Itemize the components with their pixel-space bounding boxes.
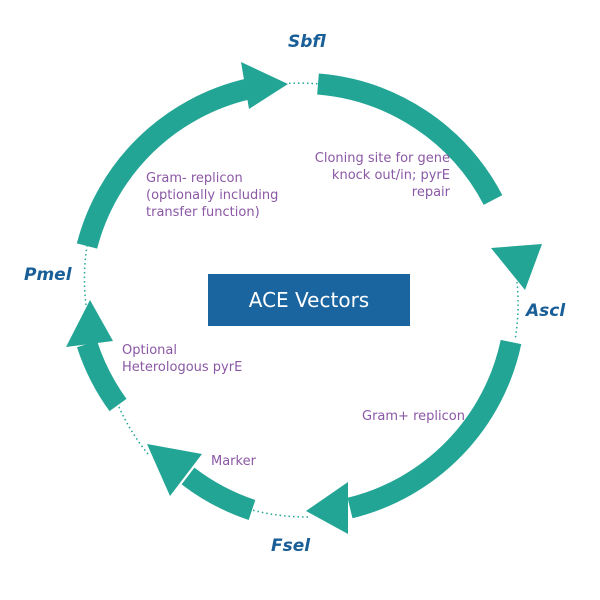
region-line: (optionally including [146, 188, 279, 203]
fsel-arrowhead [306, 482, 348, 534]
ascl-arrowhead [491, 244, 542, 290]
region-line: Gram+ replicon [362, 409, 465, 424]
fsel-site-gap [251, 509, 309, 518]
site-label-pmel: Pmel [24, 265, 72, 285]
gram-neg-replicon-arc [76, 78, 251, 249]
region-line: Heterologous pyrE [122, 360, 243, 375]
region-label-gram-pos: Gram+ replicon [362, 408, 465, 425]
region-line: knock out/in; pyrE [331, 168, 450, 183]
gram-pos-replicon-arc [347, 339, 522, 519]
pyre-arc [77, 340, 127, 412]
cloning-site-arc [317, 73, 503, 205]
region-label-marker: Marker [211, 453, 256, 470]
region-label-cloning: Cloning site for gene knock out/in; pyrE… [300, 150, 450, 201]
center-box-label: ACE Vectors [248, 288, 370, 312]
ascl-site-gap [514, 281, 519, 341]
region-label-pyre: Optional Heterologous pyrE [122, 342, 242, 376]
site-label-fsel: Fsel [271, 536, 311, 556]
region-line: transfer function) [146, 205, 260, 220]
pyre-arrowhead [66, 300, 113, 347]
region-line: Gram- replicon [146, 171, 243, 186]
sbfl-arrowhead [241, 62, 288, 109]
site-label-ascl: Ascl [526, 301, 566, 321]
region-label-gram-neg: Gram- replicon (optionally including tra… [146, 170, 278, 221]
region-line: repair [411, 185, 450, 200]
marker-arc [181, 467, 256, 520]
center-box-background [208, 274, 410, 326]
marker-arrowhead [147, 444, 202, 496]
region-line: Cloning site for gene [314, 151, 450, 166]
site-label-sbfl: Sbfl [288, 32, 326, 52]
pmel-site-gap [83, 245, 88, 306]
region-line: Optional [122, 343, 177, 358]
region-line: Marker [211, 454, 256, 469]
marker-pyre-gap [117, 404, 149, 455]
